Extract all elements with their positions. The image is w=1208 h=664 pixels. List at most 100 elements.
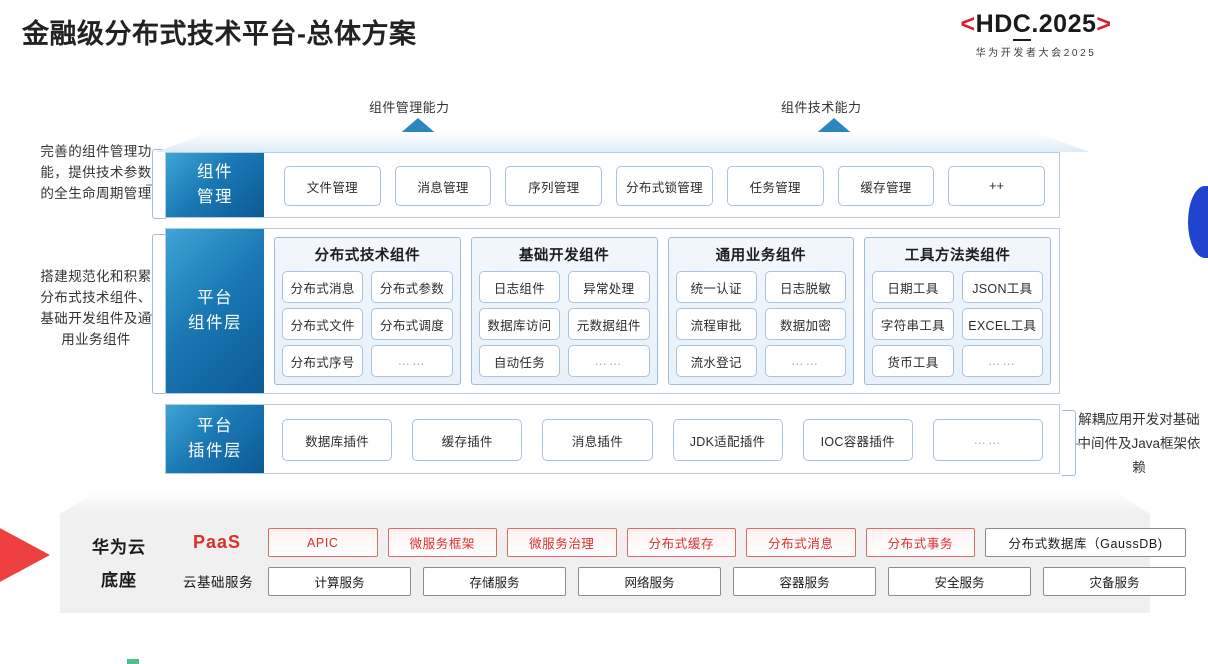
paas-item-4[interactable]: 分布式缓存 xyxy=(626,528,737,557)
arrow-label-management-capability: 组件管理能力 xyxy=(369,100,450,115)
paas-item-1[interactable]: APIC xyxy=(268,528,378,557)
brace-right xyxy=(1062,410,1082,476)
cloud-base-title-line1: 华为云 xyxy=(92,538,146,557)
logo-year: .2025 xyxy=(1031,10,1097,38)
plugin-item-1[interactable]: 数据库插件 xyxy=(282,419,393,461)
component-item-g1-4[interactable]: 分布式调度 xyxy=(371,308,453,340)
component-group-grid-2: 日志组件异常处理数据库访问元数据组件自动任务…… xyxy=(478,271,650,377)
component-item-g4-5[interactable]: 货币工具 xyxy=(872,345,954,377)
component-management-item-3[interactable]: 序列管理 xyxy=(505,166,603,206)
layer-platform-component: 平台组件层 分布式技术组件分布式消息分布式参数分布式文件分布式调度分布式序号……… xyxy=(165,228,1060,394)
component-item-g3-6[interactable]: …… xyxy=(764,345,847,377)
logo-letter-c: C xyxy=(1012,10,1032,41)
layer-label-line1: 平台 xyxy=(197,417,233,435)
cloud-basic-service-6[interactable]: 灾备服务 xyxy=(1043,567,1186,596)
component-management-item-6[interactable]: 缓存管理 xyxy=(837,166,935,206)
component-management-item-1[interactable]: 文件管理 xyxy=(284,166,381,206)
component-item-g1-3[interactable]: 分布式文件 xyxy=(282,308,364,340)
component-item-g3-1[interactable]: 统一认证 xyxy=(675,271,757,303)
cloud-basic-service-3[interactable]: 网络服务 xyxy=(578,567,721,596)
layer-component-management: 组件管理 文件管理消息管理序列管理分布式锁管理任务管理缓存管理 ++ xyxy=(165,152,1060,218)
component-management-item-7[interactable]: ++ xyxy=(948,166,1046,206)
component-item-g1-6[interactable]: …… xyxy=(371,345,453,377)
component-item-g2-5[interactable]: 自动任务 xyxy=(478,345,561,377)
component-item-g4-6[interactable]: …… xyxy=(961,345,1043,377)
plugin-item-3[interactable]: 消息插件 xyxy=(542,419,653,461)
cloud-base-perspective-top xyxy=(60,492,1150,514)
top-perspective-plate xyxy=(155,132,1090,152)
component-item-g3-4[interactable]: 数据加密 xyxy=(764,308,847,340)
component-item-g3-3[interactable]: 流程审批 xyxy=(675,308,757,340)
logo-bracket-right: > xyxy=(1096,10,1112,38)
brace-left-top xyxy=(146,149,166,219)
page-title: 金融级分布式技术平台-总体方案 xyxy=(22,19,417,49)
component-group-title-4: 工具方法类组件 xyxy=(904,248,1011,264)
cloud-base-title: 华为云底座 xyxy=(76,531,162,597)
layer-platform-plugin: 平台插件层 数据库插件缓存插件消息插件 JDK适配插件 IOC容器插件 …… xyxy=(165,404,1060,474)
cloud-basic-service-1[interactable]: 计算服务 xyxy=(268,567,411,596)
component-item-g3-5[interactable]: 流水登记 xyxy=(675,345,757,377)
component-management-item-5[interactable]: 任务管理 xyxy=(726,166,824,206)
layer-body-platform-component: 分布式技术组件分布式消息分布式参数分布式文件分布式调度分布式序号……基础开发组件… xyxy=(264,229,1059,393)
component-item-g4-1[interactable]: 日期工具 xyxy=(872,271,954,303)
annotation-right: 解耦应用开发对基础中间件及Java框架依赖 xyxy=(1077,412,1201,475)
layer-label-line2: 管理 xyxy=(197,188,233,206)
component-group-title-3: 通用业务组件 xyxy=(715,248,807,264)
green-tick-decoration xyxy=(127,659,139,664)
cloud-basic-service-4[interactable]: 容器服务 xyxy=(733,567,876,596)
logo-bracket-left: < xyxy=(960,10,976,38)
component-group-grid-3: 统一认证日志脱敏流程审批数据加密流水登记…… xyxy=(675,271,847,377)
layer-label-line1: 组件 xyxy=(197,163,233,181)
plugin-item-2[interactable]: 缓存插件 xyxy=(412,419,523,461)
hdc-logo-wordmark: <HDC.2025> xyxy=(876,10,1196,41)
annotation-left-middle: 搭建规范化和积累分布式技术组件、基础开发组件及通用业务组件 xyxy=(40,269,152,347)
component-item-g1-5[interactable]: 分布式序号 xyxy=(282,345,364,377)
component-item-g2-1[interactable]: 日志组件 xyxy=(478,271,561,303)
plugin-item-5[interactable]: IOC容器插件 xyxy=(802,419,913,461)
component-group-2: 基础开发组件日志组件异常处理数据库访问元数据组件自动任务…… xyxy=(470,237,658,385)
paas-item-row: APIC 微服务框架微服务治理分布式缓存分布式消息分布式事务分布式数据库（Gaus… xyxy=(268,528,1186,557)
component-item-g4-2[interactable]: JSON工具 xyxy=(961,271,1043,303)
component-item-g4-3[interactable]: 字符串工具 xyxy=(872,308,954,340)
paas-item-5[interactable]: 分布式消息 xyxy=(746,528,856,557)
hdc-logo-subtitle: 华为开发者大会2025 xyxy=(975,48,1097,59)
annotation-left-top: 完善的组件管理功能，提供技术参数的全生命周期管理 xyxy=(40,144,152,201)
component-item-g1-1[interactable]: 分布式消息 xyxy=(282,271,364,303)
paas-item-2[interactable]: 微服务框架 xyxy=(387,528,498,557)
component-item-g3-2[interactable]: 日志脱敏 xyxy=(764,271,847,303)
layer-body-platform-plugin: 数据库插件缓存插件消息插件 JDK适配插件 IOC容器插件 …… xyxy=(264,405,1059,473)
cloud-service-label: 云基础服务 xyxy=(183,575,253,590)
component-item-g2-6[interactable]: …… xyxy=(568,345,650,377)
brace-left-middle xyxy=(146,234,166,394)
cloud-basic-service-2[interactable]: 存储服务 xyxy=(423,567,566,596)
component-item-g2-4[interactable]: 元数据组件 xyxy=(568,308,650,340)
component-management-item-4[interactable]: 分布式锁管理 xyxy=(616,166,713,206)
component-group-title-2: 基础开发组件 xyxy=(518,248,610,264)
plugin-item-row: 数据库插件缓存插件消息插件 JDK适配插件 IOC容器插件 …… xyxy=(282,419,1044,461)
layer-label-platform-component: 平台组件层 xyxy=(166,229,264,393)
component-item-g2-3[interactable]: 数据库访问 xyxy=(478,308,561,340)
paas-item-7[interactable]: 分布式数据库（GaussDB) xyxy=(985,528,1186,557)
cloud-basic-service-5[interactable]: 安全服务 xyxy=(888,567,1031,596)
layer-label-line2: 组件层 xyxy=(188,314,242,332)
layer-label-platform-plugin: 平台插件层 xyxy=(166,405,264,473)
paas-item-6[interactable]: 分布式事务 xyxy=(865,528,976,557)
layer-body-component-management: 文件管理消息管理序列管理分布式锁管理任务管理缓存管理 ++ xyxy=(264,153,1059,217)
logo-letter-h: H xyxy=(975,10,995,38)
arrow-label-technical-capability: 组件技术能力 xyxy=(781,100,862,115)
component-item-g4-4[interactable]: EXCEL工具 xyxy=(961,308,1043,340)
paas-item-3[interactable]: 微服务治理 xyxy=(507,528,617,557)
plugin-item-6[interactable]: …… xyxy=(932,419,1044,461)
component-group-container: 分布式技术组件分布式消息分布式参数分布式文件分布式调度分布式序号……基础开发组件… xyxy=(274,237,1051,385)
component-group-1: 分布式技术组件分布式消息分布式参数分布式文件分布式调度分布式序号…… xyxy=(274,237,461,385)
paas-label: PaaS xyxy=(192,532,242,552)
component-item-g1-2[interactable]: 分布式参数 xyxy=(371,271,453,303)
component-management-item-2[interactable]: 消息管理 xyxy=(394,166,492,206)
logo-letter-d: D xyxy=(994,10,1013,38)
red-wedge-decoration xyxy=(0,512,50,598)
component-item-g2-2[interactable]: 异常处理 xyxy=(568,271,650,303)
plugin-item-4[interactable]: JDK适配插件 xyxy=(672,419,783,461)
hdc-logo: <HDC.2025> 华为开发者大会2025 xyxy=(876,10,1196,59)
